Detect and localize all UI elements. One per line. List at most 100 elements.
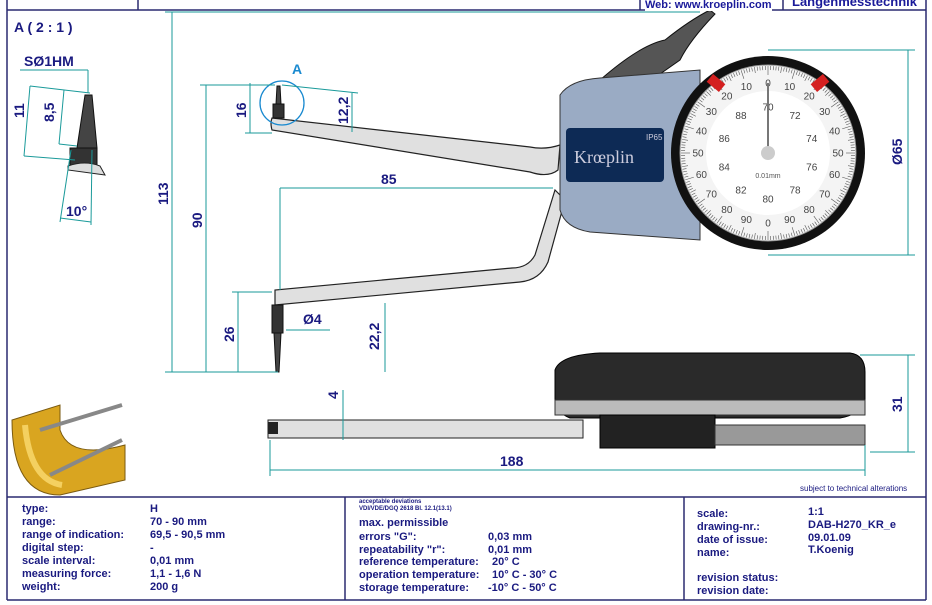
titleblock-value: 1:1 xyxy=(808,506,824,518)
spec-label: type: xyxy=(22,503,49,515)
dial-tick xyxy=(825,91,830,96)
dial-tick xyxy=(699,203,703,207)
revision-status-label: revision status: xyxy=(697,572,779,584)
dial-tick xyxy=(686,183,691,186)
dim-angle: 10° xyxy=(66,203,87,219)
dial-tick xyxy=(695,103,700,107)
dial-tick xyxy=(824,89,828,93)
ip-rating: IP65 xyxy=(646,133,663,142)
dial-tick xyxy=(723,77,727,82)
dial-tick xyxy=(830,198,839,205)
dial-tick xyxy=(683,131,688,133)
dial-tick xyxy=(738,71,741,76)
dial-tick xyxy=(842,188,847,191)
dial-tick xyxy=(735,71,738,76)
dial-tick xyxy=(778,66,780,71)
dial-tick xyxy=(708,213,712,217)
dial-tick xyxy=(751,234,753,239)
dial-tick xyxy=(694,197,699,200)
dim-16: 16 xyxy=(233,102,249,118)
dial-tick xyxy=(682,168,687,170)
dial-tick xyxy=(830,207,834,211)
dial-tick xyxy=(691,110,696,114)
dial-tick xyxy=(842,176,851,181)
dial-tick xyxy=(847,175,852,178)
dial-tick xyxy=(756,235,758,240)
spec-label: scale interval: xyxy=(22,555,96,567)
spec-value: 70 - 90 mm xyxy=(150,516,207,528)
dial-tick xyxy=(702,95,706,99)
deviation-value: 20° C xyxy=(492,556,520,568)
dial-number: 30 xyxy=(819,107,831,118)
dial-tick xyxy=(683,170,688,173)
dial-number: 40 xyxy=(829,127,841,138)
deviation-label: operation temperature: xyxy=(359,569,480,581)
dial-tick xyxy=(837,197,842,200)
spec-value: - xyxy=(150,542,154,554)
dial-tick xyxy=(685,125,694,130)
spec-label: weight: xyxy=(22,581,61,593)
dial-tick xyxy=(686,120,691,123)
web-address: Web: www.kroeplin.com xyxy=(645,0,772,11)
dial-number: 30 xyxy=(706,107,718,118)
dial-tick xyxy=(790,69,793,74)
dial-tick xyxy=(818,218,822,222)
tolerance-stop-right xyxy=(810,74,830,92)
dial-tick xyxy=(848,170,853,173)
dial-tick xyxy=(754,232,756,239)
dial-tick xyxy=(690,113,696,117)
titleblock-label: name: xyxy=(697,547,730,559)
dial-tick xyxy=(692,194,697,198)
dim-22-2: 22,2 xyxy=(366,323,382,350)
dial-tick xyxy=(804,75,808,81)
dial-tick xyxy=(706,210,711,215)
dial-tick xyxy=(706,91,711,96)
detail-marker-circle xyxy=(259,80,305,126)
dial-tick xyxy=(688,118,692,121)
deviation-label: storage temperature: xyxy=(359,582,470,594)
dial-tick xyxy=(721,79,724,84)
dial-tick xyxy=(814,221,818,226)
dial-number: 80 xyxy=(804,205,816,216)
dial-number: 84 xyxy=(719,163,731,174)
dial-tick xyxy=(812,222,815,227)
gauge-arms xyxy=(270,117,566,306)
dial-tick xyxy=(795,230,798,235)
dial-tick xyxy=(837,106,842,109)
detail-dimension-lines xyxy=(20,69,93,226)
lever xyxy=(598,9,716,89)
dial-number: 90 xyxy=(741,215,753,226)
dial-unit: 0.01mm xyxy=(755,173,780,180)
dial-tick xyxy=(830,101,839,108)
spec-label: range of indication: xyxy=(22,529,125,541)
dial-tick xyxy=(710,215,714,219)
detail-title: A ( 2 : 1 ) xyxy=(14,19,73,35)
dial-number: 80 xyxy=(762,194,774,205)
dial-tick xyxy=(785,68,788,73)
dial-tick xyxy=(809,224,813,229)
dial-tick xyxy=(733,229,736,233)
brand-name: Krœplin xyxy=(574,147,634,167)
dial-number: 20 xyxy=(721,92,733,103)
dial-tick xyxy=(848,133,853,136)
dial-tick xyxy=(692,108,697,112)
dim-113: 113 xyxy=(155,182,171,205)
dial-tick xyxy=(700,97,705,101)
dial-tick xyxy=(746,68,748,73)
alterations-note: subject to technical alterations xyxy=(800,484,907,493)
dial-tick xyxy=(847,165,854,167)
dim-4: 4 xyxy=(325,391,341,399)
dial-tick xyxy=(812,79,815,84)
dial-tick xyxy=(682,139,689,141)
spec-value: H xyxy=(150,503,158,515)
detail-tip xyxy=(67,94,106,176)
dial-tick xyxy=(690,189,696,193)
dial-number: 76 xyxy=(806,163,818,174)
dial-tick xyxy=(828,209,832,213)
upper-tip xyxy=(272,85,285,119)
dial-tick xyxy=(684,128,689,131)
spec-label: range: xyxy=(22,516,56,528)
dial-tick xyxy=(791,70,796,79)
dial-tick xyxy=(751,67,753,72)
dial-tick xyxy=(716,215,723,224)
